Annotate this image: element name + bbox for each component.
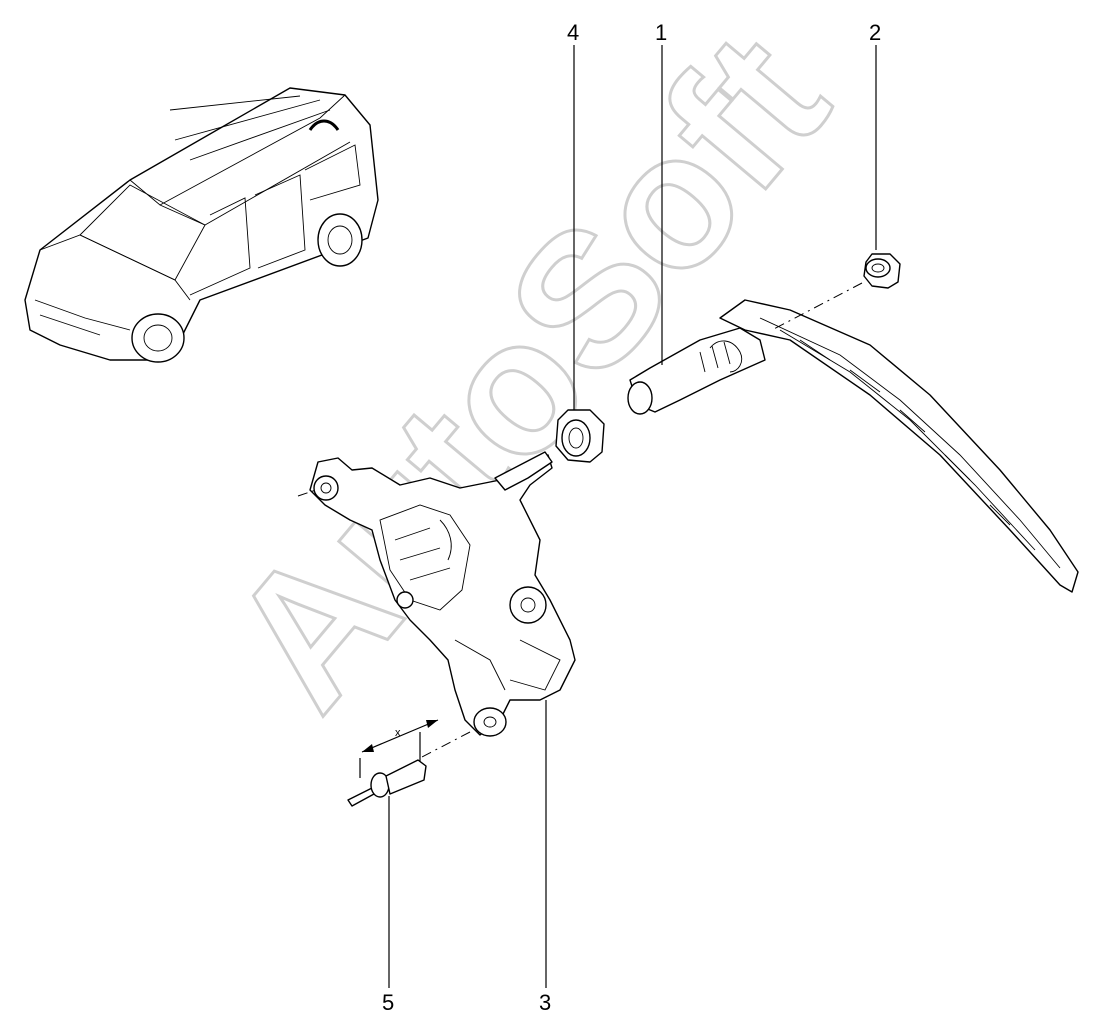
assembly-axis-motor-top bbox=[297, 489, 317, 497]
part-3-wiper-motor bbox=[309, 451, 576, 737]
callout-1: 1 bbox=[655, 20, 667, 45]
dimension-x-label: x bbox=[395, 727, 401, 739]
part-2-cap-nut bbox=[863, 253, 901, 289]
callout-4: 4 bbox=[567, 20, 579, 45]
assembly-axis-arm bbox=[771, 282, 863, 331]
callout-2: 2 bbox=[869, 20, 881, 45]
assembly-axis-rivet bbox=[419, 731, 471, 759]
callout-3: 3 bbox=[539, 990, 551, 1015]
part-5-rivet bbox=[347, 759, 427, 807]
dimension-x: x bbox=[359, 719, 439, 778]
vehicle-overview-illustration bbox=[24, 87, 379, 363]
part-4-grommet bbox=[555, 409, 605, 463]
part-1-wiper-arm bbox=[627, 299, 1079, 593]
callout-5: 5 bbox=[382, 990, 394, 1015]
